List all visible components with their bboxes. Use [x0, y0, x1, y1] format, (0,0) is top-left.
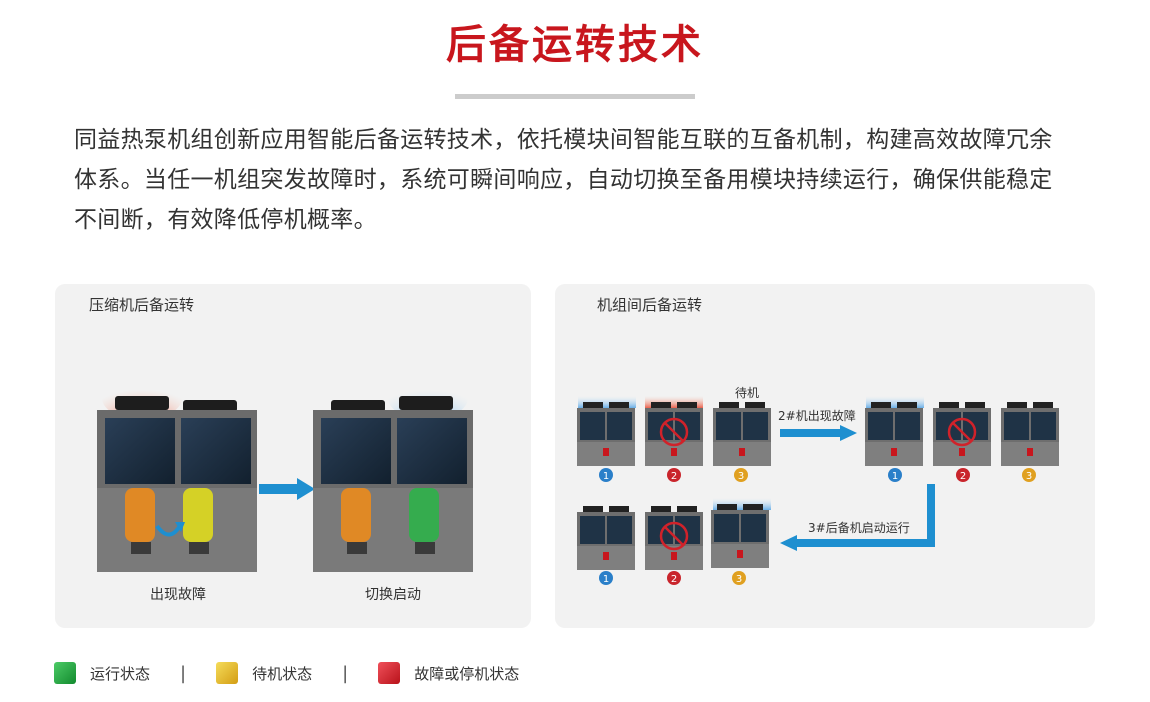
unit-2-row1 — [645, 402, 703, 466]
svg-text:1: 1 — [603, 471, 609, 482]
compressor-backup-panel: 压缩机后备运转 — [55, 284, 531, 628]
standby-swatch — [216, 662, 239, 684]
svg-text:2: 2 — [960, 471, 966, 482]
unit-number-badge — [1022, 468, 1036, 482]
svg-text:2: 2 — [671, 471, 677, 482]
legend-separator: | — [342, 662, 349, 684]
svg-text:2: 2 — [671, 574, 677, 585]
fault-icon — [947, 417, 977, 447]
unit-number-badge — [667, 468, 681, 482]
fault-icon — [659, 521, 689, 551]
unit-backup-panel: 机组间后备运转 — [555, 284, 1095, 628]
status-legend: 运行状态 | 待机状态 | 故障或停机状态 — [54, 660, 519, 686]
unit-number-badge — [956, 468, 970, 482]
unit-3-row1 — [713, 402, 771, 466]
svg-text:1: 1 — [603, 574, 609, 585]
compressor-running — [409, 488, 439, 542]
arrow-down-connector — [927, 484, 935, 546]
compressor-fault — [125, 488, 155, 542]
unit-1-row1 — [577, 402, 635, 466]
compressor-fault — [341, 488, 371, 542]
unit-number-badge — [888, 468, 902, 482]
fault-swatch — [378, 662, 401, 684]
unit-1-row1-after — [865, 402, 923, 466]
caption-fault: 出现故障 — [150, 587, 206, 603]
unit-number-badge — [667, 571, 681, 585]
heat-pump-unit-fault — [97, 376, 257, 572]
legend-running: 运行状态 — [54, 662, 150, 684]
unit-2-row1-after — [933, 402, 991, 466]
arrow2-label: 3#后备机启动运行 — [808, 521, 910, 535]
fault-icon — [659, 417, 689, 447]
standby-label: 待机 — [735, 386, 759, 400]
running-swatch — [54, 662, 76, 684]
caption-switch: 切换启动 — [365, 587, 421, 603]
svg-text:3: 3 — [1026, 471, 1032, 482]
heat-pump-unit-switched — [313, 376, 473, 572]
page-title: 后备运转技术 — [446, 22, 704, 68]
panel-title-units: 机组间后备运转 — [597, 296, 703, 314]
panel-title-compressor: 压缩机后备运转 — [89, 296, 195, 314]
compressor-standby — [183, 488, 213, 542]
unit-backup-diagram: 待机 2#机出现故障 1 2 3 1 2 3 3#后备机启动运行 — [577, 386, 1059, 585]
unit-3-row2 — [711, 504, 769, 568]
legend-separator: | — [180, 662, 187, 684]
unit-number-badge — [732, 571, 746, 585]
page-description: 同益热泵机组创新应用智能后备运转技术，依托模块间智能互联的互备机制，构建高效故障… — [74, 127, 1053, 233]
svg-text:1: 1 — [892, 471, 898, 482]
arrow1-label: 2#机出现故障 — [778, 408, 856, 423]
svg-text:3: 3 — [738, 471, 744, 482]
arrow-left — [795, 539, 935, 547]
switch-right-arrow — [259, 478, 315, 500]
unit-2-row2 — [645, 506, 703, 570]
svg-text:3: 3 — [736, 574, 742, 585]
unit-3-row1-after — [1001, 402, 1059, 466]
unit-1-row2 — [577, 506, 635, 570]
arrow-right — [780, 429, 842, 437]
unit-number-badge — [734, 468, 748, 482]
unit-number-badge — [599, 468, 613, 482]
legend-standby: 待机状态 — [216, 662, 312, 684]
legend-fault: 故障或停机状态 — [378, 662, 519, 684]
unit-number-badge — [599, 571, 613, 585]
title-divider — [455, 94, 695, 99]
